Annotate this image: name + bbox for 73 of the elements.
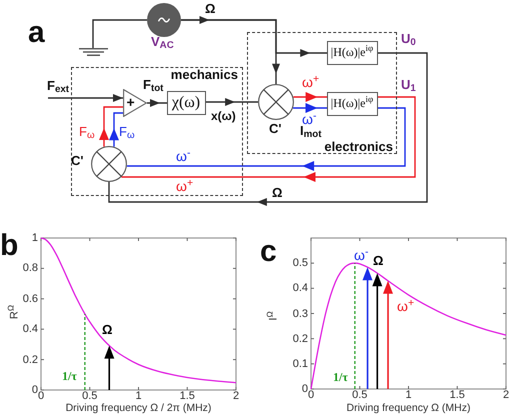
mixer-symbol — [258, 84, 294, 120]
annotation-label: Ω — [373, 253, 384, 270]
edge-label: ω$^{-}$ — [176, 147, 190, 166]
summing-junction — [122, 88, 146, 116]
tick-label: 0.4 — [22, 323, 38, 336]
tick-label: 0.4 — [292, 282, 308, 294]
tick-label: 2 — [232, 391, 240, 402]
edge-label: x(ω) — [211, 109, 236, 125]
tick-label: 0.6 — [22, 292, 38, 305]
node-caption: C' — [71, 153, 84, 170]
tick-label: 1 — [405, 390, 412, 401]
panel-letter: c — [260, 237, 277, 267]
edge-label: Ω — [272, 185, 282, 202]
edge-label: Ω — [205, 1, 216, 18]
edge-label: F$_{ext}$ — [47, 78, 70, 95]
signal-label: U$_{0}$ — [401, 31, 416, 48]
tick-label: 0.2 — [22, 354, 38, 366]
tick-label: 0 — [308, 390, 314, 401]
tick-label: 0.5 — [352, 390, 368, 401]
edge-label: F$_{ω}$ — [119, 124, 135, 141]
filter-block: |H(ω)|e$^{iφ}$ — [326, 40, 378, 64]
node-caption: C' — [269, 121, 282, 138]
signal-label: U$_{1}$ — [401, 77, 416, 94]
tick-label: 0.1 — [292, 358, 308, 370]
arrow — [147, 99, 167, 107]
junction-sign: + — [126, 94, 135, 110]
arrow — [108, 52, 428, 206]
filter-block: |H(ω)|e$^{iφ}$ — [326, 92, 378, 116]
group-heading: mechanics — [170, 67, 238, 83]
tick-label: 0 — [38, 391, 44, 402]
annotation-label: ω$^{-}$ — [354, 246, 368, 264]
tick-label: 0.2 — [292, 332, 308, 345]
tick-label: 2 — [502, 390, 510, 401]
tick-label: 0.5 — [82, 391, 98, 402]
tick-label: 1 — [32, 232, 38, 244]
arrow — [48, 94, 123, 102]
arrow — [126, 107, 406, 171]
ground-symbol — [79, 48, 108, 56]
arrow — [293, 92, 327, 102]
axis-label: Driving frequency Ω (MHz) — [346, 402, 470, 414]
annotation-label: Ω — [102, 322, 112, 339]
tick-label: 1.5 — [450, 390, 465, 401]
mixer-symbol — [90, 146, 126, 182]
edge-label: F$_{tot}$ — [143, 77, 164, 94]
tick-label: 0.5 — [292, 257, 308, 270]
group-heading: electronics — [324, 139, 393, 155]
reference-line-label: 1/τ — [333, 370, 348, 386]
dashed-group-frame — [71, 67, 243, 196]
reference-line-label: 1/τ — [62, 369, 77, 385]
annotation-label: ω$^{+}$ — [397, 297, 414, 316]
dashed-group-frame — [247, 32, 397, 154]
edge-label: ω$^{+}$ — [302, 73, 320, 92]
arrow — [293, 103, 327, 113]
tick-label: 1 — [135, 391, 142, 402]
tick-label: 0.3 — [292, 308, 308, 320]
tick-label: 0 — [32, 384, 38, 396]
arrow — [99, 106, 123, 147]
arrow — [181, 19, 327, 57]
tick-label: 0.8 — [22, 262, 38, 274]
tick-label: 1.5 — [180, 391, 195, 402]
tick-label: 0 — [302, 383, 308, 395]
panel-letter: b — [0, 231, 18, 261]
panel-letter: a — [28, 18, 45, 48]
ac-source-symbol — [147, 3, 181, 37]
arrow — [206, 98, 258, 106]
connector-line — [92, 19, 147, 48]
transfer-function-block: χ(ω) — [166, 90, 206, 114]
arrow — [109, 112, 123, 147]
edge-label: F$_{ω}$ — [79, 124, 95, 141]
node-caption: V$_{AC}$ — [151, 34, 174, 51]
arrow — [121, 96, 416, 182]
edge-label: ω$^{+}$ — [176, 177, 194, 196]
axis-label: Driving frequency Ω / 2π (MHz) — [66, 402, 212, 414]
